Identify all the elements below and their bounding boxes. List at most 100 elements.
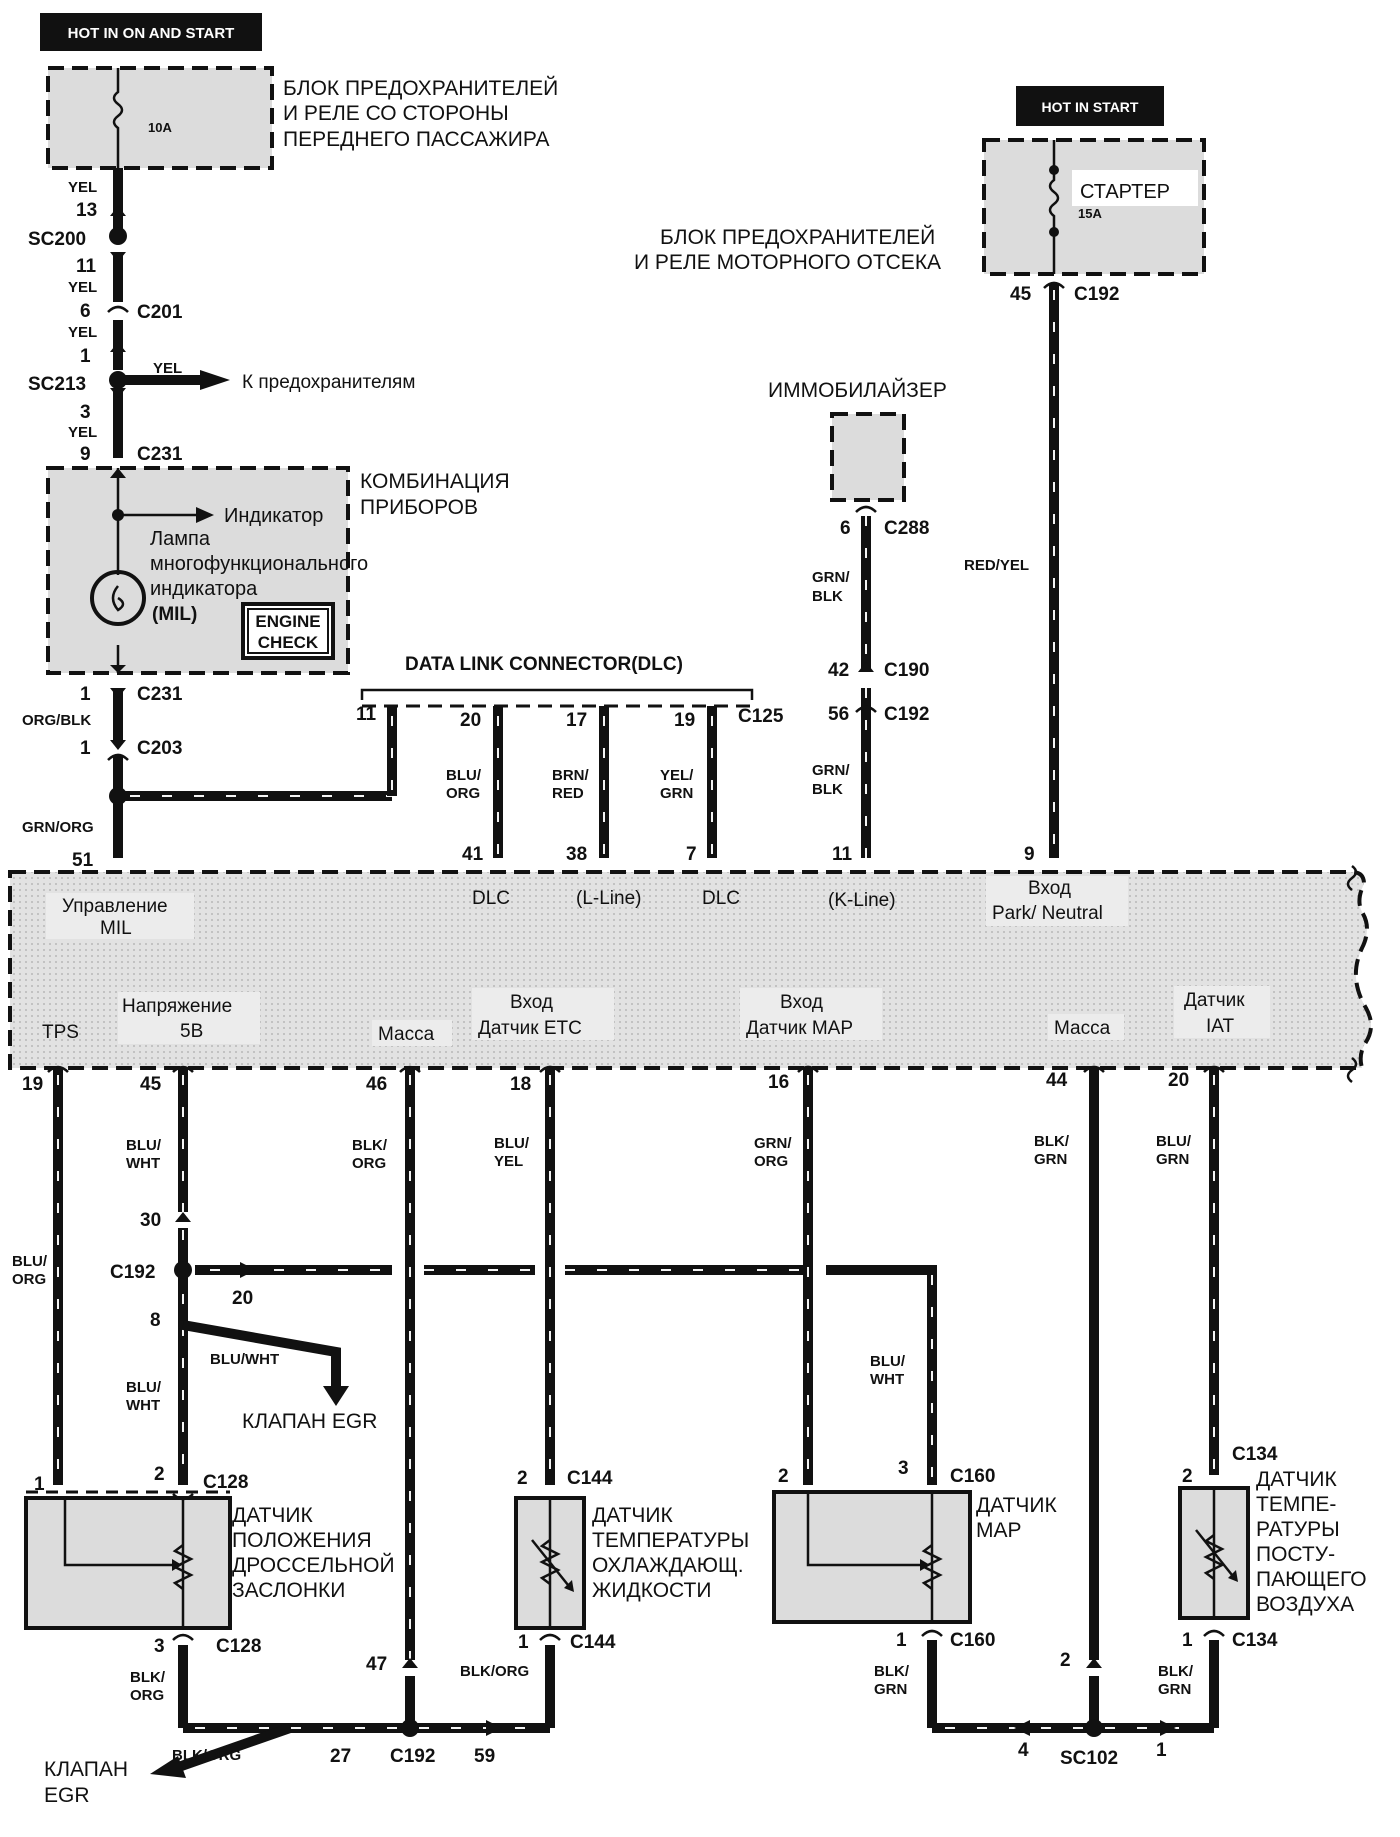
svg-text:7: 7 — [686, 844, 697, 865]
left-wire-yel — [107, 168, 230, 458]
svg-text:КОМБИНАЦИЯ: КОМБИНАЦИЯ — [360, 470, 510, 493]
svg-text:20: 20 — [460, 710, 481, 731]
svg-text:ТЕМПЕ-: ТЕМПЕ- — [1256, 1493, 1336, 1516]
svg-text:СТАРТЕР: СТАРТЕР — [1080, 181, 1170, 203]
svg-text:2: 2 — [1182, 1466, 1193, 1487]
svg-text:C144: C144 — [567, 1468, 613, 1489]
svg-text:47: 47 — [366, 1654, 387, 1675]
svg-text:YEL/: YEL/ — [660, 767, 694, 784]
svg-text:2: 2 — [154, 1464, 165, 1485]
svg-text:30: 30 — [140, 1210, 161, 1231]
svg-text:11: 11 — [76, 256, 97, 277]
svg-text:RED/YEL: RED/YEL — [964, 557, 1029, 574]
svg-text:1: 1 — [80, 684, 91, 705]
svg-text:SC200: SC200 — [28, 229, 86, 250]
sensor-labels: ДАТЧИК ПОЛОЖЕНИЯ ДРОССЕЛЬНОЙ ЗАСЛОНКИ ДА… — [232, 1468, 1367, 1616]
svg-text:BLK/: BLK/ — [352, 1137, 388, 1154]
svg-text:МАР: МАР — [976, 1519, 1022, 1542]
svg-text:Датчик: Датчик — [1184, 990, 1245, 1011]
svg-text:46: 46 — [366, 1074, 387, 1095]
svg-text:РАТУРЫ: РАТУРЫ — [1256, 1518, 1340, 1541]
svg-text:ORG: ORG — [130, 1687, 164, 1704]
svg-text:ПОСТУ-: ПОСТУ- — [1256, 1543, 1335, 1566]
arrow-left-icon — [150, 1756, 186, 1778]
svg-text:59: 59 — [474, 1746, 495, 1767]
svg-text:ДАТЧИК: ДАТЧИК — [1256, 1468, 1338, 1491]
svg-text:BRN/: BRN/ — [552, 767, 589, 784]
svg-text:GRN/: GRN/ — [812, 569, 850, 586]
ground-labels: 3 C128 BLK/ ORG 47 1 C144 BLK/ORG 1 C160… — [44, 1630, 1278, 1807]
svg-text:(K-Line): (K-Line) — [828, 890, 896, 911]
svg-text:18: 18 — [510, 1074, 531, 1095]
svg-text:27: 27 — [330, 1746, 351, 1767]
svg-text:45: 45 — [140, 1074, 162, 1095]
svg-text:5B: 5B — [180, 1021, 203, 1042]
svg-text:19: 19 — [22, 1074, 43, 1095]
svg-text:YEL: YEL — [494, 1153, 523, 1170]
svg-text:BLU/: BLU/ — [1156, 1133, 1192, 1150]
svg-text:1: 1 — [80, 346, 91, 367]
svg-text:41: 41 — [462, 844, 484, 865]
svg-text:Индикатор: Индикатор — [224, 505, 323, 527]
svg-text:BLK/ORG: BLK/ORG — [172, 1747, 241, 1764]
svg-text:17: 17 — [566, 710, 587, 731]
svg-text:И РЕЛЕ МОТОРНОГО ОТСЕКА: И РЕЛЕ МОТОРНОГО ОТСЕКА — [634, 251, 941, 274]
dlc-labels: DATA LINK CONNECTOR(DLC) C125 11 20 17 1… — [356, 654, 784, 865]
svg-text:8: 8 — [150, 1310, 161, 1331]
ground-wires — [150, 1629, 1225, 1778]
fuse-10a-icon — [112, 68, 124, 168]
svg-text:YEL: YEL — [68, 424, 97, 441]
svg-text:9: 9 — [1024, 844, 1035, 865]
svg-text:Масса: Масса — [1054, 1018, 1111, 1039]
svg-text:ORG/BLK: ORG/BLK — [22, 712, 91, 729]
svg-text:ORG: ORG — [12, 1271, 46, 1288]
starter-wire — [1043, 281, 1065, 858]
svg-text:1: 1 — [518, 1632, 529, 1653]
svg-text:BLK: BLK — [812, 588, 843, 605]
svg-text:2: 2 — [517, 1468, 528, 1489]
svg-text:многофункционального: многофункционального — [150, 553, 368, 575]
svg-text:ДАТЧИК: ДАТЧИК — [592, 1504, 674, 1527]
svg-text:DLC: DLC — [702, 888, 740, 909]
svg-text:GRN: GRN — [660, 785, 693, 802]
instrument-cluster — [46, 466, 350, 675]
svg-text:(L-Line): (L-Line) — [576, 888, 641, 909]
svg-text:56: 56 — [828, 704, 849, 725]
svg-text:индикатора: индикатора — [150, 578, 258, 600]
svg-text:42: 42 — [828, 660, 849, 681]
left-wire-labels: YEL 13 SC200 11 YEL 6 C201 YEL 1 SC213 Y… — [28, 179, 415, 465]
svg-text:13: 13 — [76, 200, 97, 221]
hot-on-start-label: HOT IN ON AND START — [40, 13, 262, 51]
svg-text:BLK/: BLK/ — [874, 1663, 910, 1680]
svg-text:BLU/: BLU/ — [870, 1353, 906, 1370]
svg-text:WHT: WHT — [126, 1155, 160, 1172]
svg-text:DATA LINK CONNECTOR(DLC): DATA LINK CONNECTOR(DLC) — [405, 654, 683, 675]
svg-text:YEL: YEL — [153, 360, 182, 377]
svg-text:19: 19 — [674, 710, 695, 731]
svg-text:BLU/: BLU/ — [446, 767, 482, 784]
svg-text:BLK: BLK — [812, 781, 843, 798]
svg-text:ИММОБИЛАЙЗЕР: ИММОБИЛАЙЗЕР — [768, 378, 947, 402]
svg-text:YEL: YEL — [68, 279, 97, 296]
svg-text:45: 45 — [1010, 284, 1032, 305]
svg-text:51: 51 — [72, 850, 94, 871]
svg-text:Вход: Вход — [1028, 878, 1071, 899]
bottom-labels: 19 45 46 18 16 44 20 BLU/ WHT BLK/ ORG B… — [12, 1070, 1278, 1495]
svg-text:C288: C288 — [884, 518, 929, 539]
svg-text:EGR: EGR — [44, 1784, 90, 1807]
left-wire-lower — [107, 688, 392, 858]
svg-text:MIL: MIL — [100, 918, 132, 939]
svg-text:GRN: GRN — [1158, 1681, 1191, 1698]
svg-text:GRN/: GRN/ — [754, 1135, 792, 1152]
svg-text:BLU/: BLU/ — [126, 1137, 162, 1154]
svg-text:HOT IN ON AND START: HOT IN ON AND START — [68, 25, 235, 42]
svg-text:11: 11 — [356, 704, 377, 725]
starter-wire-labels: 45 C192 RED/YEL 9 — [964, 284, 1119, 865]
svg-text:1: 1 — [34, 1474, 45, 1495]
svg-text:WHT: WHT — [126, 1397, 160, 1414]
svg-text:9: 9 — [80, 444, 91, 465]
svg-text:GRN/: GRN/ — [812, 762, 850, 779]
svg-text:15A: 15A — [1078, 206, 1102, 221]
svg-text:C192: C192 — [390, 1746, 435, 1767]
svg-text:Лампа: Лампа — [150, 528, 211, 550]
